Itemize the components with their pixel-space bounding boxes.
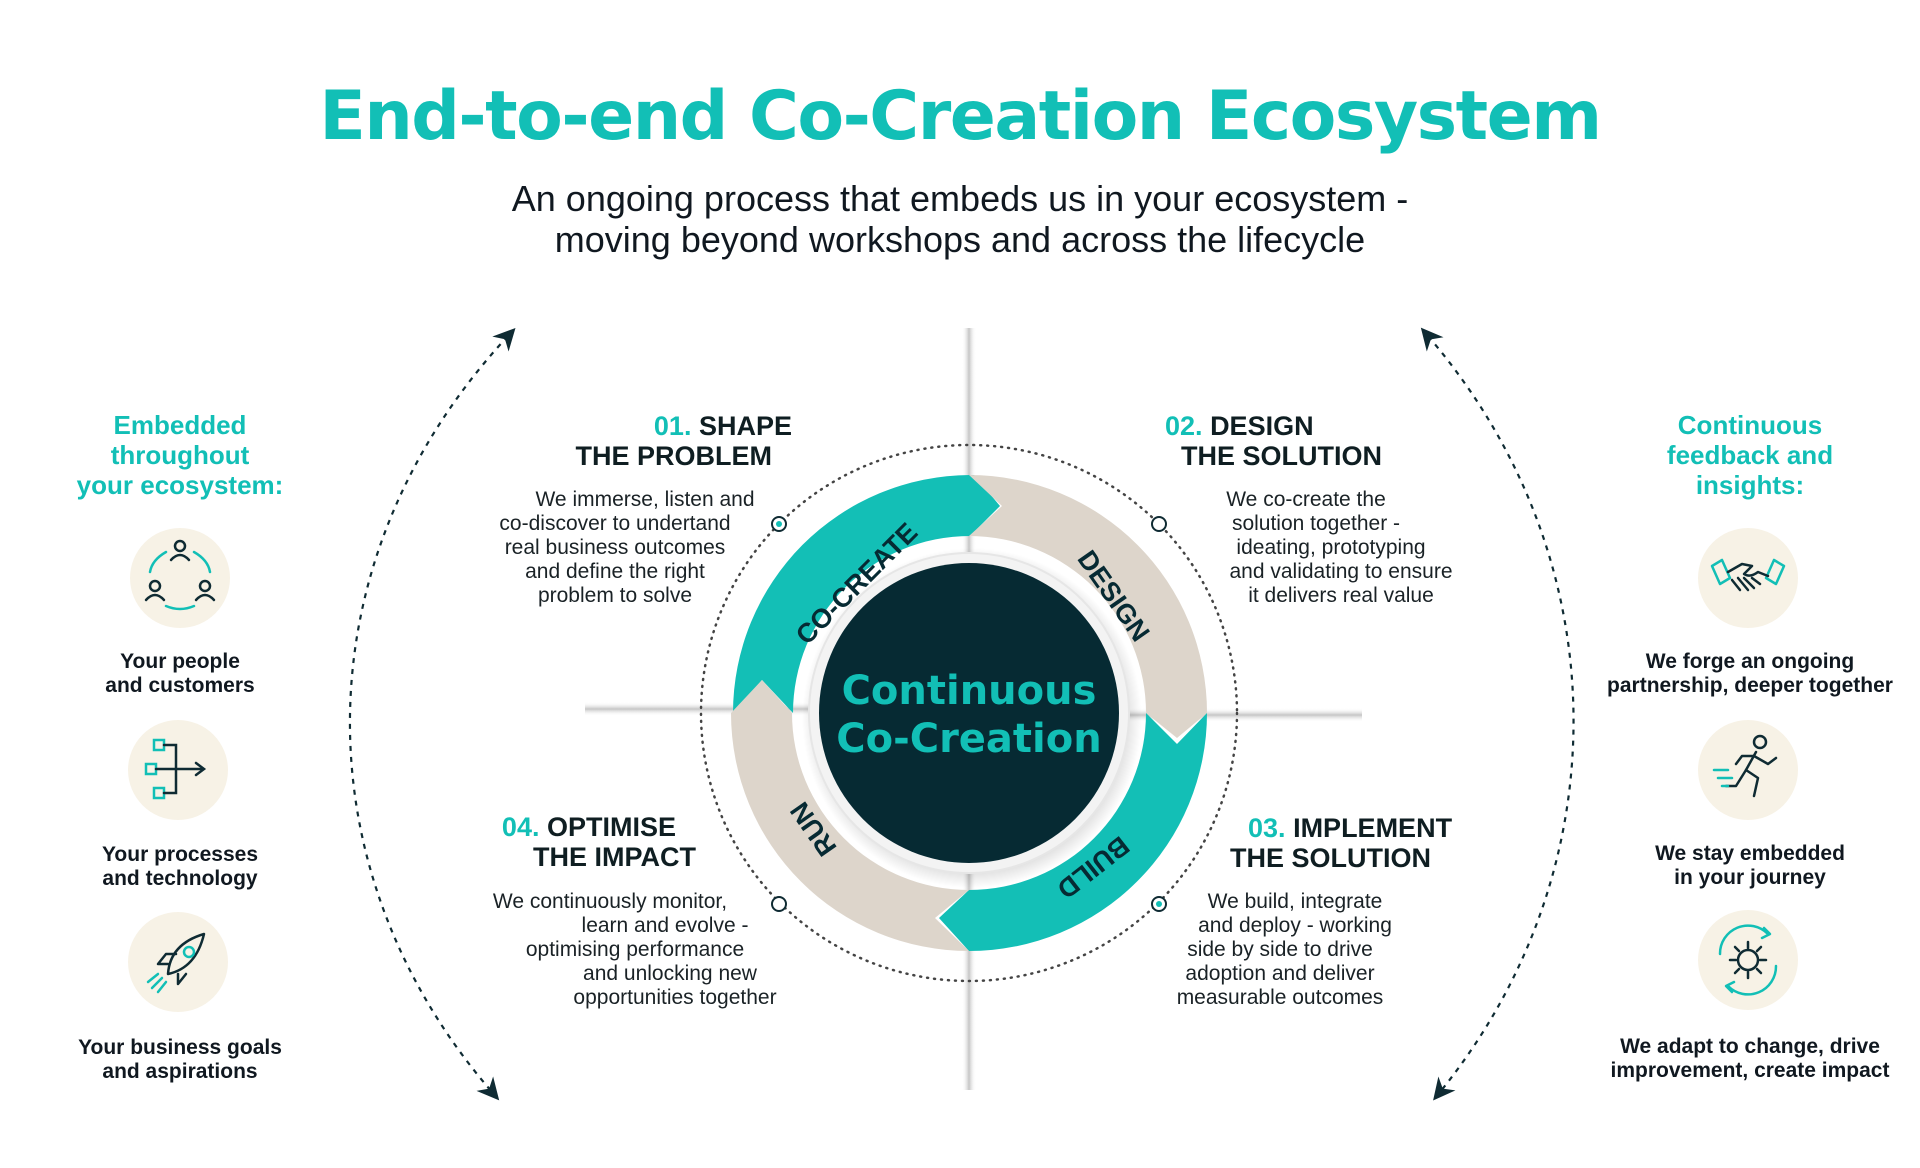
subtitle-line-2: moving beyond workshops and across the l… <box>554 219 1366 260</box>
stage-title-text: SHAPE <box>698 411 792 441</box>
right-heading-line: feedback and <box>1666 440 1834 470</box>
left-cycle-arrow <box>348 327 516 1101</box>
stage-title-line: THE PROBLEM <box>575 441 772 471</box>
desc-line: side by side to drive <box>1187 938 1373 961</box>
stage-number: 02. <box>1165 411 1203 441</box>
stage-03-description: We build, integrate and deploy - working… <box>1130 890 1430 1010</box>
desc-line: and deploy - working <box>1198 914 1392 937</box>
desc-line: We co-create the <box>1226 488 1386 511</box>
ring-segment-run <box>731 680 969 951</box>
caption-line: Your people <box>120 650 240 673</box>
caption-line: and technology <box>102 867 258 890</box>
left-panel-heading: Embedded throughout your ecosystem: <box>40 410 320 500</box>
stage-title-text: DESIGN <box>1210 411 1314 441</box>
caption-line: partnership, deeper together <box>1607 674 1893 697</box>
caption-line: Your business goals <box>78 1036 282 1059</box>
stage-title-line: 03. IMPLEMENT <box>1248 813 1530 843</box>
desc-line: and validating to ensure <box>1229 560 1453 583</box>
right-cycle-arrow <box>1420 327 1575 1101</box>
stage-title-text: OPTIMISE <box>546 812 676 842</box>
desc-line: and define the right <box>525 560 705 583</box>
node-dot-01-inner <box>776 521 782 527</box>
left-item-caption: Your processes and technology <box>60 843 300 891</box>
stage-number: 03. <box>1248 813 1286 843</box>
stage-title-text: IMPLEMENT <box>1293 813 1453 843</box>
center-line-2: Co-Creation <box>836 716 1101 762</box>
desc-line: co-discover to undertand <box>499 512 731 535</box>
desc-line: problem to solve <box>537 584 693 607</box>
stage-03-title: 03. IMPLEMENT THE SOLUTION <box>1230 813 1530 873</box>
desc-line: and unlocking new <box>583 962 757 985</box>
stage-01-description: We immerse, listen and co-discover to un… <box>460 488 770 608</box>
caption-line: Your processes <box>101 843 258 866</box>
left-item-caption: Your business goals and aspirations <box>60 1036 300 1084</box>
subtitle-line-1: An ongoing process that embeds us in you… <box>511 178 1409 219</box>
caption-line: and customers <box>105 674 255 697</box>
handshake-icon <box>1698 528 1798 628</box>
stage-title-line: 02. DESIGN <box>1165 411 1445 441</box>
right-heading-line: insights: <box>1695 470 1805 500</box>
rocket-icon <box>128 912 228 1012</box>
desc-line: it delivers real value <box>1248 584 1434 607</box>
stage-04-title: 04. OPTIMISE THE IMPACT <box>440 812 696 872</box>
center-disc <box>819 563 1119 863</box>
right-heading-line: Continuous <box>1677 410 1823 440</box>
stage-01-title: 01. SHAPE THE PROBLEM <box>540 411 792 471</box>
stage-title-line: THE SOLUTION <box>1230 843 1431 873</box>
node-dot-02 <box>1151 516 1167 532</box>
stage-title-line: THE SOLUTION <box>1181 441 1382 471</box>
node-dot-04 <box>771 896 787 912</box>
page-title: End-to-end Co-Creation Ecosystem <box>319 77 1602 156</box>
left-item-caption: Your people and customers <box>60 650 300 698</box>
gear-cycle-icon <box>1698 910 1798 1010</box>
caption-line: improvement, create impact <box>1610 1059 1890 1082</box>
ring-segment-design <box>969 475 1207 738</box>
node-dot-03-inner <box>1156 901 1162 907</box>
left-heading-line: your ecosystem: <box>76 470 284 500</box>
runner-icon <box>1698 720 1798 820</box>
right-item-caption: We forge an ongoing partnership, deeper … <box>1580 650 1920 698</box>
left-heading-line: Embedded <box>113 410 247 440</box>
desc-line: optimising performance <box>525 938 745 961</box>
stage-02-description: We co-create the solution together - ide… <box>1186 488 1496 608</box>
stage-title-line: THE IMPACT <box>533 842 696 872</box>
orbit-ring <box>699 443 1239 983</box>
stage-02-title: 02. DESIGN THE SOLUTION <box>1165 411 1445 471</box>
center-line-1: Continuous <box>842 668 1097 714</box>
desc-line: adoption and deliver <box>1185 962 1375 985</box>
desc-line: measurable outcomes <box>1176 986 1384 1009</box>
desc-line: opportunities together <box>573 986 777 1009</box>
desc-line: solution together - <box>1231 512 1401 535</box>
left-heading-line: throughout <box>110 440 250 470</box>
ring-segment-co-create <box>733 475 1000 713</box>
desc-line: learn and evolve - <box>581 914 749 937</box>
desc-line: ideating, prototyping <box>1236 536 1426 559</box>
desc-line: We continuously monitor, <box>492 890 728 913</box>
caption-line: and aspirations <box>102 1060 258 1083</box>
right-item-caption: We stay embedded in your journey <box>1580 842 1920 890</box>
desc-line: real business outcomes <box>504 536 726 559</box>
stage-number: 01. <box>653 411 692 441</box>
stage-title-line: 04. OPTIMISE <box>440 812 676 842</box>
desc-line: We immerse, listen and <box>535 488 755 511</box>
caption-line: We stay embedded <box>1655 842 1845 865</box>
stage-number: 04. <box>501 812 540 842</box>
ring-segment-build <box>939 713 1207 951</box>
caption-line: We adapt to change, drive <box>1620 1035 1880 1058</box>
right-item-caption: We adapt to change, drive improvement, c… <box>1580 1035 1920 1083</box>
stage-title-line: 01. SHAPE <box>540 411 792 441</box>
people-cycle-icon <box>130 528 230 628</box>
caption-line: We forge an ongoing <box>1645 650 1855 673</box>
stage-04-description: We continuously monitor, learn and evolv… <box>470 890 800 1010</box>
desc-line: We build, integrate <box>1207 890 1383 913</box>
caption-line: in your journey <box>1674 866 1826 889</box>
process-flow-icon <box>128 720 228 820</box>
right-panel-heading: Continuous feedback and insights: <box>1600 410 1900 500</box>
